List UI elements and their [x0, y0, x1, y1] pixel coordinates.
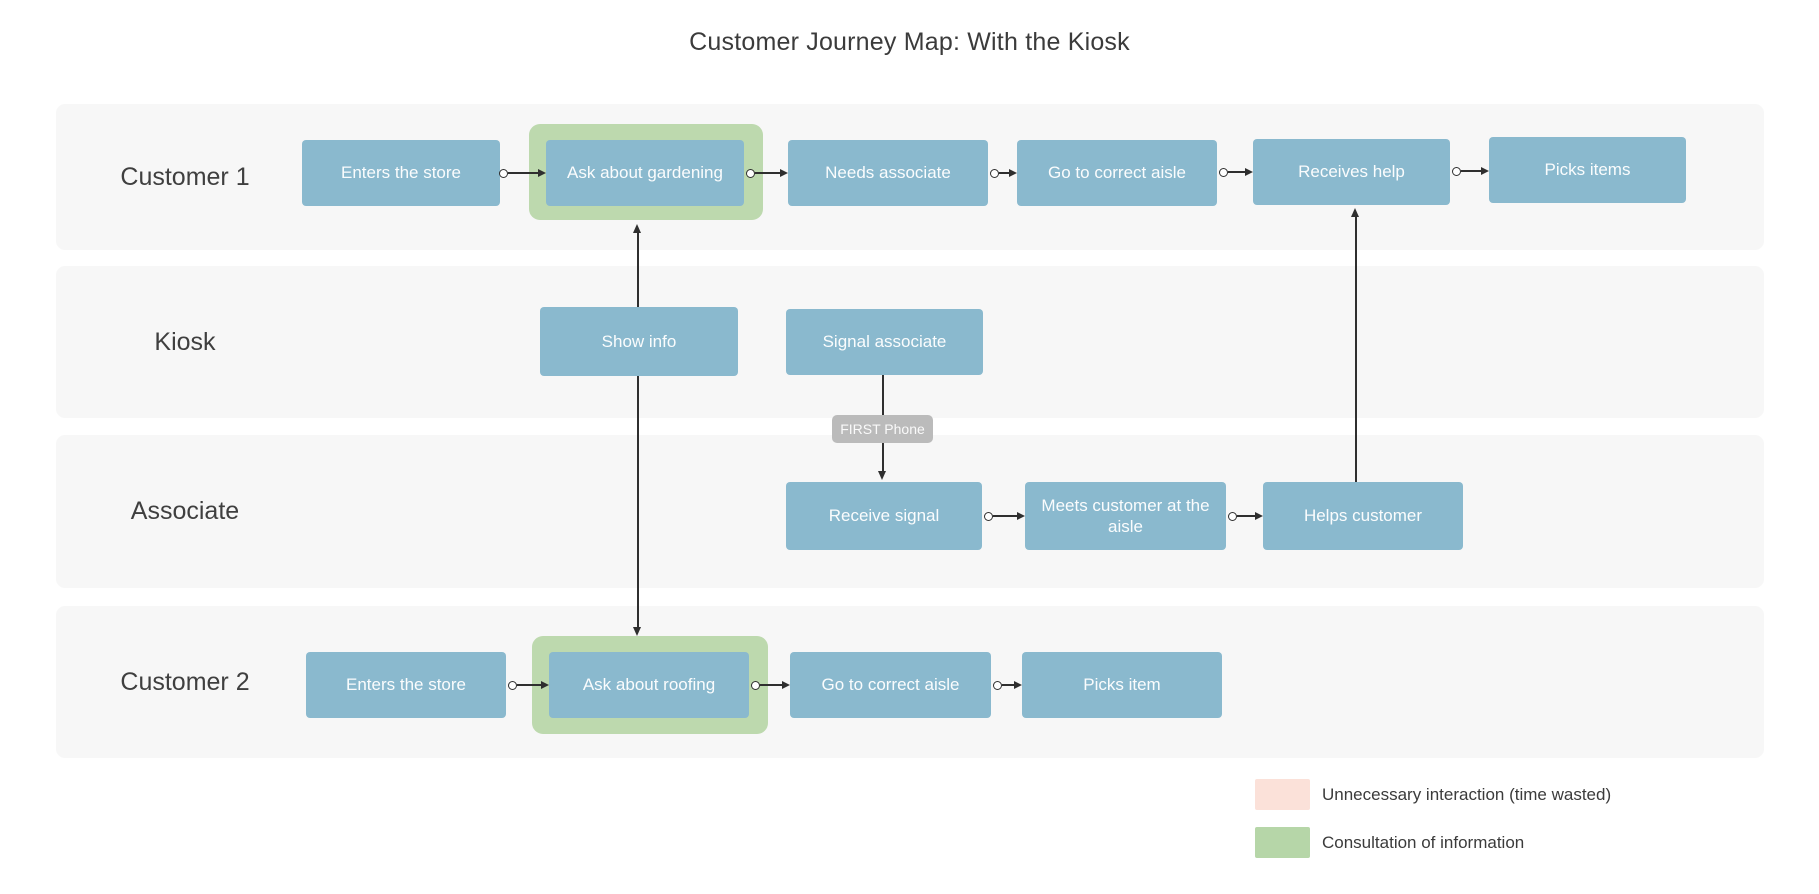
lane-label-customer-1: Customer 1	[120, 162, 250, 191]
connector-showinfo-to-roofing	[637, 376, 639, 628]
connector-source-dot	[990, 168, 999, 178]
legend-swatch-consultation	[1255, 827, 1310, 858]
node-c1-picks-items[interactable]: Picks items	[1489, 137, 1686, 203]
node-c1-ask-gardening[interactable]: Ask about gardening	[546, 140, 744, 206]
arrowhead-icon	[541, 681, 549, 689]
connector-source-dot	[1452, 166, 1461, 176]
connector-source-dot	[1219, 167, 1228, 177]
arrowhead-icon	[538, 169, 546, 177]
connector-c1-needs-to-aisle	[990, 167, 1017, 179]
arrowhead-icon	[1481, 167, 1489, 175]
lane-label-associate: Associate	[130, 497, 240, 525]
connector-assoc-receive-to-meets	[984, 510, 1025, 522]
arrowhead-down-icon	[878, 471, 886, 480]
page-title: Customer Journey Map: With the Kiosk	[689, 28, 1130, 56]
arrowhead-icon	[1014, 681, 1022, 689]
arrowhead-up-icon	[1351, 208, 1359, 217]
connector-source-dot	[499, 168, 508, 178]
connector-source-dot	[746, 168, 755, 178]
node-kiosk-signal-associate[interactable]: Signal associate	[786, 309, 983, 375]
arrowhead-icon	[1017, 512, 1025, 520]
node-assoc-helps-customer[interactable]: Helps customer	[1263, 482, 1463, 550]
connector-label-first-phone[interactable]: FIRST Phone	[832, 415, 933, 443]
connector-source-dot	[1228, 511, 1237, 521]
node-c1-receives-help[interactable]: Receives help	[1253, 139, 1450, 205]
node-c2-ask-roofing[interactable]: Ask about roofing	[549, 652, 749, 718]
connector-source-dot	[508, 680, 517, 690]
connector-c2-enters-to-ask	[508, 679, 549, 691]
connector-source-dot	[984, 511, 993, 521]
node-c2-picks-item[interactable]: Picks item	[1022, 652, 1222, 718]
arrowhead-up-icon	[633, 224, 641, 233]
arrowhead-icon	[1255, 512, 1263, 520]
connector-source-dot	[993, 680, 1002, 690]
arrowhead-down-icon	[633, 627, 641, 636]
node-c1-needs-associate[interactable]: Needs associate	[788, 140, 988, 206]
connector-assoc-meets-to-helps	[1228, 510, 1263, 522]
connector-c2-aisle-to-picks	[993, 679, 1022, 691]
lane-label-kiosk: Kiosk	[154, 327, 216, 356]
legend-label-consultation: Consultation of information	[1322, 832, 1525, 852]
node-c2-go-to-aisle[interactable]: Go to correct aisle	[790, 652, 991, 718]
node-c1-enters-store[interactable]: Enters the store	[302, 140, 500, 206]
node-c1-go-to-aisle[interactable]: Go to correct aisle	[1017, 140, 1217, 206]
connector-helps-to-receives-help	[1355, 216, 1357, 482]
lane-label-customer-2: Customer 2	[120, 667, 250, 696]
node-assoc-receive-signal[interactable]: Receive signal	[786, 482, 982, 550]
arrowhead-icon	[782, 681, 790, 689]
connector-c1-ask-to-needs	[746, 167, 788, 179]
connector-c1-aisle-to-help	[1219, 166, 1253, 178]
node-assoc-meets-customer[interactable]: Meets customer at the aisle	[1025, 482, 1226, 550]
node-c2-enters-store[interactable]: Enters the store	[306, 652, 506, 718]
connector-source-dot	[751, 680, 760, 690]
connector-c2-ask-to-aisle	[751, 679, 790, 691]
legend-label-unnecessary: Unnecessary interaction (time wasted)	[1322, 784, 1612, 804]
connector-c1-help-to-picks	[1452, 165, 1489, 177]
arrowhead-icon	[1245, 168, 1253, 176]
arrowhead-icon	[780, 169, 788, 177]
node-kiosk-show-info[interactable]: Show info	[540, 307, 738, 376]
arrowhead-icon	[1009, 169, 1017, 177]
connector-c1-enters-to-ask	[499, 167, 546, 179]
legend-swatch-unnecessary	[1255, 779, 1310, 810]
connector-showinfo-to-gardening	[637, 232, 639, 307]
